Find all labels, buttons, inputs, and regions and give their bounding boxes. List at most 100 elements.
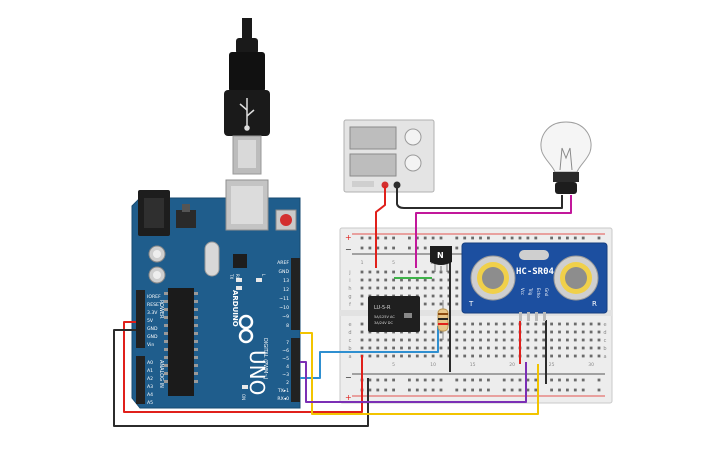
breadboard-hole[interactable] [573,346,577,350]
rail-hole[interactable] [455,246,459,250]
breadboard-hole[interactable] [463,322,467,326]
breadboard-hole[interactable] [589,330,593,334]
rail-hole[interactable] [534,236,538,240]
breadboard-hole[interactable] [447,354,451,358]
rail-hole[interactable] [455,378,459,382]
breadboard-hole[interactable] [550,330,553,334]
breadboard-hole[interactable] [431,346,435,350]
breadboard-hole[interactable] [471,322,474,326]
breadboard-hole[interactable] [526,330,530,334]
breadboard-hole[interactable] [439,330,443,334]
rail-hole[interactable] [384,388,388,392]
rail-hole[interactable] [415,236,419,240]
rail-hole[interactable] [423,378,427,382]
rail-hole[interactable] [526,236,530,240]
rail-hole[interactable] [566,378,569,382]
rail-hole[interactable] [471,388,474,392]
breadboard-hole[interactable] [589,322,593,326]
rail-hole[interactable] [550,388,553,392]
rail-hole[interactable] [581,236,585,240]
rail-hole[interactable] [392,236,395,240]
rail-hole[interactable] [408,246,411,250]
breadboard-hole[interactable] [581,330,585,334]
rail-hole[interactable] [360,236,364,240]
breadboard-hole[interactable] [384,278,388,282]
rail-hole[interactable] [502,378,506,382]
rail-hole[interactable] [510,236,514,240]
breadboard-hole[interactable] [447,294,451,298]
breadboard-hole[interactable] [550,322,553,326]
breadboard-hole[interactable] [431,330,435,334]
voltage-knob[interactable] [404,128,422,146]
rail-hole[interactable] [384,378,388,382]
breadboard-hole[interactable] [558,346,561,350]
breadboard-hole[interactable] [558,338,561,342]
breadboard-hole[interactable] [471,338,474,342]
breadboard-hole[interactable] [431,278,435,282]
breadboard-hole[interactable] [534,338,538,342]
breadboard-hole[interactable] [423,294,427,298]
rail-hole[interactable] [439,378,443,382]
breadboard-hole[interactable] [558,322,561,326]
negative-terminal[interactable] [393,181,401,189]
breadboard-hole[interactable] [431,286,435,290]
breadboard-hole[interactable] [408,346,411,350]
breadboard-hole[interactable] [376,286,380,290]
rail-hole[interactable] [384,236,388,240]
breadboard-hole[interactable] [502,330,506,334]
breadboard-hole[interactable] [510,330,514,334]
breadboard-hole[interactable] [384,346,388,350]
breadboard-hole[interactable] [487,346,490,350]
resistor[interactable] [437,300,449,340]
breadboard-hole[interactable] [447,330,451,334]
breadboard-hole[interactable] [447,286,451,290]
breadboard-hole[interactable] [581,346,585,350]
rail-hole[interactable] [415,246,419,250]
rail-hole[interactable] [384,246,388,250]
breadboard-hole[interactable] [455,338,459,342]
breadboard-hole[interactable] [392,346,395,350]
breadboard-hole[interactable] [384,338,388,342]
breadboard-hole[interactable] [439,346,443,350]
breadboard-hole[interactable] [510,354,514,358]
breadboard-hole[interactable] [415,286,419,290]
breadboard-hole[interactable] [455,278,459,282]
breadboard-hole[interactable] [455,270,459,274]
rail-hole[interactable] [502,388,506,392]
breadboard-hole[interactable] [415,270,419,274]
breadboard-hole[interactable] [384,270,388,274]
rail-hole[interactable] [423,388,427,392]
rail-hole[interactable] [581,378,585,382]
rail-hole[interactable] [526,378,530,382]
breadboard-hole[interactable] [463,330,467,334]
breadboard-hole[interactable] [360,338,364,342]
breadboard-hole[interactable] [589,346,593,350]
rail-hole[interactable] [368,246,372,250]
breadboard-hole[interactable] [455,330,459,334]
breadboard-hole[interactable] [431,294,435,298]
breadboard-hole[interactable] [447,302,451,306]
breadboard-hole[interactable] [494,354,498,358]
breadboard-hole[interactable] [487,322,490,326]
breadboard-hole[interactable] [526,346,530,350]
breadboard-hole[interactable] [526,354,530,358]
breadboard-hole[interactable] [455,322,459,326]
rail-hole[interactable] [408,236,411,240]
breadboard-hole[interactable] [566,338,569,342]
rail-hole[interactable] [423,236,427,240]
breadboard-hole[interactable] [439,338,443,342]
rail-hole[interactable] [550,378,553,382]
rail-hole[interactable] [518,378,522,382]
breadboard-hole[interactable] [526,322,530,326]
rail-hole[interactable] [376,246,380,250]
breadboard-hole[interactable] [581,322,585,326]
rail-hole[interactable] [455,388,459,392]
rail-hole[interactable] [597,378,601,382]
breadboard-hole[interactable] [408,286,411,290]
breadboard-hole[interactable] [455,294,459,298]
rail-hole[interactable] [487,378,490,382]
breadboard-hole[interactable] [360,270,364,274]
breadboard-hole[interactable] [384,286,388,290]
rail-hole[interactable] [550,236,553,240]
breadboard-hole[interactable] [463,346,467,350]
